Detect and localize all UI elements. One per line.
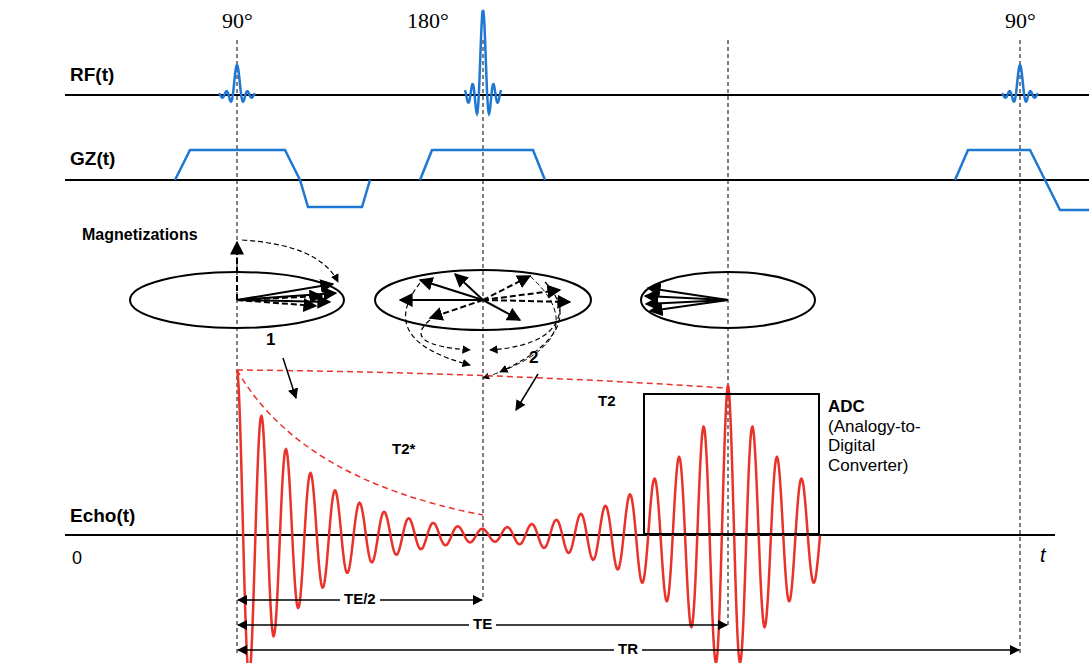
signal-name: RF(t) (70, 64, 114, 86)
timing-lines (237, 40, 1020, 655)
pulse-angle: 90° (1005, 8, 1036, 34)
axis-origin: 0 (72, 548, 82, 569)
node-body: (Analogy-to- Digital Converter) (828, 417, 956, 476)
node-heading: ADC (828, 397, 956, 417)
axis-label: t (1040, 544, 1046, 567)
signal-name: GZ(t) (70, 148, 115, 170)
time-label: TE (469, 615, 496, 632)
magnetization-vectors (237, 242, 728, 320)
rf-pulse (219, 65, 255, 102)
row-label: Magnetizations (82, 226, 198, 244)
echo-signal (237, 370, 820, 663)
rf-pulses (219, 10, 1038, 114)
adc-window: ADC(Analogy-to- Digital Converter) (643, 393, 820, 535)
rf-pulse (1002, 65, 1038, 102)
precession-arcs (242, 240, 560, 378)
magnetization-ellipses (130, 270, 815, 330)
gradient-waveform (175, 150, 1089, 210)
callout-number: 2 (529, 348, 538, 368)
rf-pulse (465, 10, 501, 114)
pulse-angle: 90° (222, 8, 253, 34)
envelope-label: T2 (598, 392, 616, 409)
time-label: TE/2 (340, 590, 380, 607)
time-label: TR (614, 640, 642, 657)
axis-baselines (65, 95, 1089, 535)
envelope-label: T2* (392, 440, 415, 457)
pulse-angle: 180° (407, 8, 449, 34)
signal-name: Echo(t) (70, 505, 135, 527)
callout-number: 1 (266, 330, 275, 350)
callout-arrows (283, 358, 538, 410)
